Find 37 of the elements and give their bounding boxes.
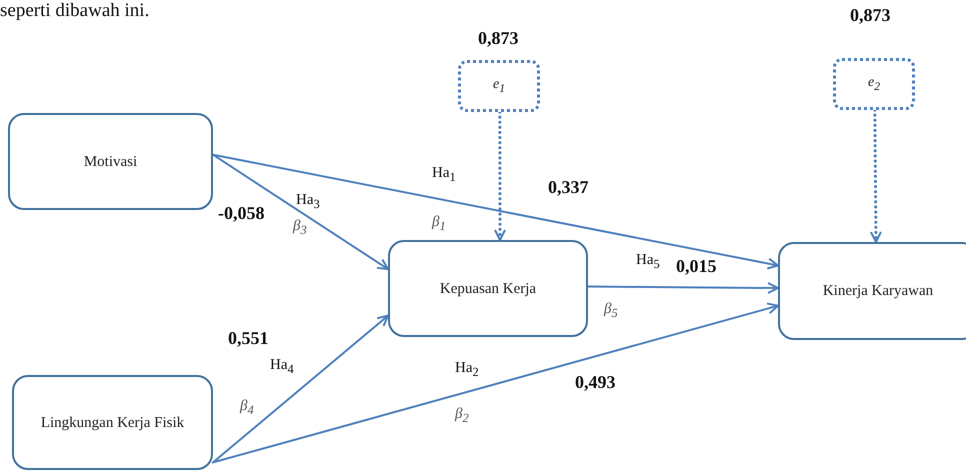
- variable-box: [778, 242, 966, 340]
- dotted-arrow: [494, 110, 506, 242]
- body-text: seperti dibawah ini.: [0, 0, 150, 22]
- beta-symbol: β$_{3}$: [293, 218, 307, 238]
- arrow: [212, 314, 389, 464]
- edge-label: Ha$_{5}$: [636, 252, 660, 272]
- error-term-label: e$_{2}$: [866, 74, 882, 94]
- arrow: [212, 154, 779, 270]
- coefficient-value: 0,551: [228, 328, 268, 349]
- edge-label: Ha$_{4}$: [270, 357, 294, 376]
- arrow: [587, 282, 779, 294]
- variable-name: Motivasi: [82, 152, 138, 170]
- value-label: 0,873: [478, 28, 518, 49]
- variable-box: [8, 113, 213, 210]
- edge-label: Ha$_{1}$: [432, 165, 456, 184]
- variable-name: Kinerja Karyawan: [822, 282, 934, 300]
- variable-name: Lingkungan Kerja Fisik: [40, 414, 186, 432]
- edge-label: Ha$_{3}$: [296, 192, 320, 212]
- beta-symbol: β$_{1}$: [432, 214, 446, 234]
- coefficient-value: -0,058: [218, 203, 264, 224]
- beta-symbol: β$_{2}$: [455, 406, 469, 426]
- error-term-box: [458, 60, 540, 112]
- beta-symbol: β$_{4}$: [240, 398, 254, 418]
- coefficient-value: 0,337: [548, 177, 588, 198]
- variable-name: Kepuasan Kerja: [438, 280, 538, 298]
- error-term-box: [833, 58, 915, 110]
- variable-box: [12, 375, 213, 470]
- error-term-label: e$_{1}$: [492, 76, 506, 96]
- coefficient-value: 0,493: [575, 372, 616, 393]
- coefficient-value: 0,015: [676, 256, 716, 277]
- arrow: [212, 154, 389, 270]
- arrow: [212, 302, 779, 464]
- beta-symbol: β$_{5}$: [604, 301, 618, 320]
- variable-box: [388, 240, 588, 337]
- dotted-arrow: [870, 108, 882, 244]
- value-label: 0,873: [850, 5, 890, 26]
- edge-label: Ha$_{2}$: [455, 360, 479, 380]
